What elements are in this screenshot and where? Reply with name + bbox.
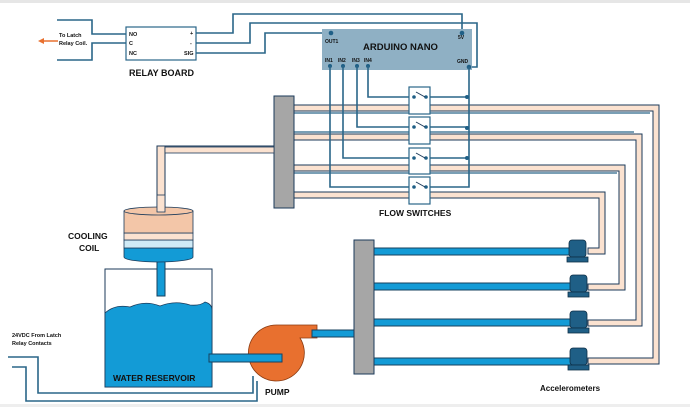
top-border [0,0,690,3]
return-pipes [293,104,660,365]
pump-body [247,324,318,382]
in4-label: IN4 [364,58,372,64]
5v-pin [459,30,465,36]
supply-lines [373,247,573,366]
cooling-coil-label: COIL [79,243,99,253]
wire-in4 [367,66,414,98]
supply-pipe-2 [373,282,573,291]
arrow-head-icon [38,38,44,44]
supply-pipe-3 [373,318,573,327]
flow-switches-label: FLOW SWITCHES [379,208,452,218]
pin-no: NO [129,32,138,38]
accelerometers: Accelerometers [540,239,601,393]
accelerometer-3 [567,310,590,334]
power-wire-2 [12,366,258,402]
in3-label: IN3 [352,58,360,64]
accelerometer-4 [567,347,590,371]
pin-nc: NC [129,51,137,57]
junction-dot [465,156,469,160]
flow-switches: FLOW SWITCHES [379,86,452,218]
5v-label: 5V [458,35,465,41]
wire-common-gnd [426,67,470,188]
reservoir-water [104,301,213,388]
pipe-4 [293,191,606,255]
out1-pin [328,30,334,36]
pin-sig: SIG [184,51,193,57]
flow-switch-2 [408,116,431,145]
bottom-border [0,404,690,407]
pin-c: C [129,41,133,47]
junction-dot [465,95,469,99]
wire-sig [196,32,331,54]
gnd-label: GND [457,59,469,65]
relay-board-title: RELAY BOARD [129,68,195,78]
pipe-3 [293,164,626,291]
supply-pipe-1 [373,247,573,256]
coil-inlet-run [164,146,275,154]
wire-in2 [342,66,414,159]
flow-switch-1 [408,86,431,115]
flow-switch-4 [408,176,431,205]
wire-5v [196,13,463,34]
power-wire-1 [8,356,254,394]
pump-label: PUMP [265,387,290,397]
cooling-coil-label: COOLING [68,231,108,241]
wire-in3 [356,66,414,128]
accelerometer-1 [566,239,589,263]
pipe-2 [293,133,643,327]
relay-board: To Latch Relay Coil. NO C NC + - SIG REL… [38,19,197,78]
cooling-coil: COOLING COIL [68,194,194,297]
supply-pipe-4 [373,357,573,366]
reservoir-label: WATER RESERVOIR [113,373,195,383]
coil-inlet-pipe [156,145,274,214]
power-note: 24VDC From Latch [12,333,62,339]
wire-no [57,19,126,35]
arduino-title: ARDUINO NANO [363,42,438,53]
latch-note: Relay Coil. [59,41,88,47]
pump-inlet-pipe [208,353,283,363]
accelerometer-2 [567,274,590,298]
latch-note: To Latch [59,33,82,39]
supply-manifold [353,239,375,375]
power-note: Relay Contacts [12,341,52,347]
pump-outlet-pipe [311,329,356,338]
wire-in1 [329,66,414,188]
accelerometers-label: Accelerometers [540,384,601,393]
wire-gnd [196,22,478,68]
wire-c [57,42,126,61]
switch-wiring [328,64,470,188]
return-manifold [273,95,295,209]
out1-label: OUT1 [325,39,339,45]
in2-label: IN2 [338,58,346,64]
flow-switch-3 [408,147,431,175]
arduino-board [322,29,472,70]
pin-plus: + [190,31,193,37]
junction-dot [465,126,469,130]
in1-label: IN1 [325,58,333,64]
arduino-nano: OUT1 5V GND ARDUINO NANO IN1 IN2 IN3 IN4 [322,29,472,70]
pump: PUMP [208,324,356,397]
pin-minus: - [190,41,192,47]
relay-board-box [125,26,197,61]
